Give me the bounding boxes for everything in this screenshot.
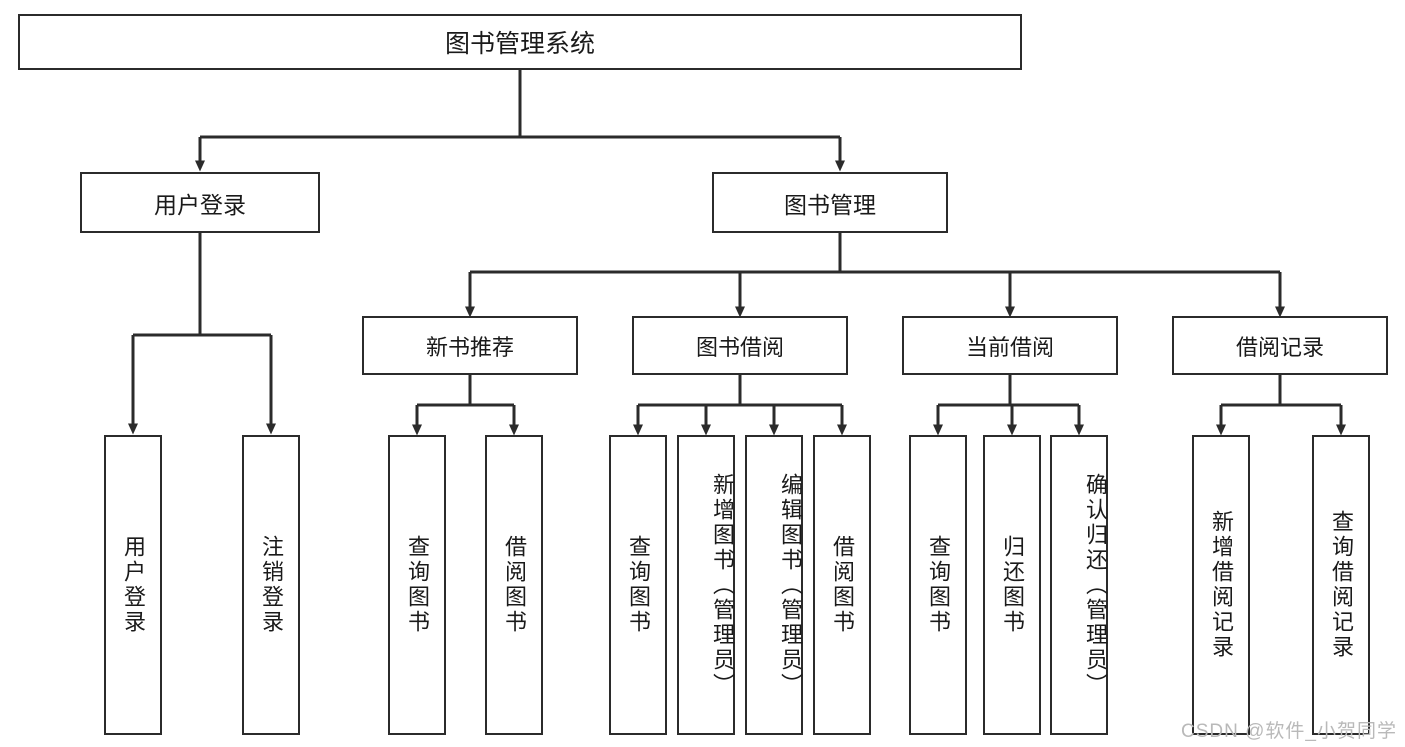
node-label: 当前借阅 <box>965 334 1054 360</box>
node-root-book-management-system[interactable]: 图书管理系统 <box>18 14 1022 70</box>
leaf-label: 借阅图书 <box>502 535 527 635</box>
node-new-book-recommend[interactable]: 新书推荐 <box>362 316 578 375</box>
leaf-borrow-edit-book-admin[interactable]: 编辑图书（管理员） <box>745 435 803 735</box>
leaf-label: 查询图书 <box>626 535 651 635</box>
leaf-label: 新增借阅记录 <box>1209 510 1234 660</box>
leaf-newbook-query-book[interactable]: 查询图书 <box>388 435 446 735</box>
node-label: 新书推荐 <box>425 334 514 360</box>
leaf-label: 新增图书（管理员） <box>710 472 735 698</box>
leaf-borrow-borrow-book[interactable]: 借阅图书 <box>813 435 871 735</box>
watermark: CSDN @软件_小贺同学 <box>1181 721 1397 742</box>
node-borrow-record[interactable]: 借阅记录 <box>1172 316 1388 375</box>
leaf-label: 用户登录 <box>121 535 146 635</box>
node-book-borrow[interactable]: 图书借阅 <box>632 316 848 375</box>
leaf-record-query-record[interactable]: 查询借阅记录 <box>1312 435 1370 735</box>
leaf-label: 注销登录 <box>259 535 284 635</box>
leaf-label: 借阅图书 <box>830 535 855 635</box>
leaf-label: 确认归还（管理员） <box>1083 472 1108 698</box>
leaf-label: 查询借阅记录 <box>1329 510 1354 660</box>
leaf-record-add-record[interactable]: 新增借阅记录 <box>1192 435 1250 735</box>
leaf-label: 查询图书 <box>926 535 951 635</box>
leaf-label: 查询图书 <box>405 535 430 635</box>
node-label: 图书管理 <box>784 191 876 218</box>
leaf-newbook-borrow-book[interactable]: 借阅图书 <box>485 435 543 735</box>
node-user-login[interactable]: 用户登录 <box>80 172 320 233</box>
leaf-user-login-logout[interactable]: 注销登录 <box>242 435 300 735</box>
leaf-borrow-add-book-admin[interactable]: 新增图书（管理员） <box>677 435 735 735</box>
leaf-current-query-book[interactable]: 查询图书 <box>909 435 967 735</box>
node-label: 借阅记录 <box>1235 334 1324 360</box>
node-label: 图书管理系统 <box>444 30 595 58</box>
leaf-borrow-query-book[interactable]: 查询图书 <box>609 435 667 735</box>
leaf-current-confirm-return-admin[interactable]: 确认归还（管理员） <box>1050 435 1108 735</box>
leaf-label: 编辑图书（管理员） <box>778 472 803 698</box>
node-label: 图书借阅 <box>695 334 784 360</box>
node-book-management[interactable]: 图书管理 <box>712 172 948 233</box>
node-label: 用户登录 <box>154 191 246 218</box>
leaf-current-return-book[interactable]: 归还图书 <box>983 435 1041 735</box>
leaf-label: 归还图书 <box>1000 535 1025 635</box>
node-current-borrow[interactable]: 当前借阅 <box>902 316 1118 375</box>
leaf-user-login-login[interactable]: 用户登录 <box>104 435 162 735</box>
